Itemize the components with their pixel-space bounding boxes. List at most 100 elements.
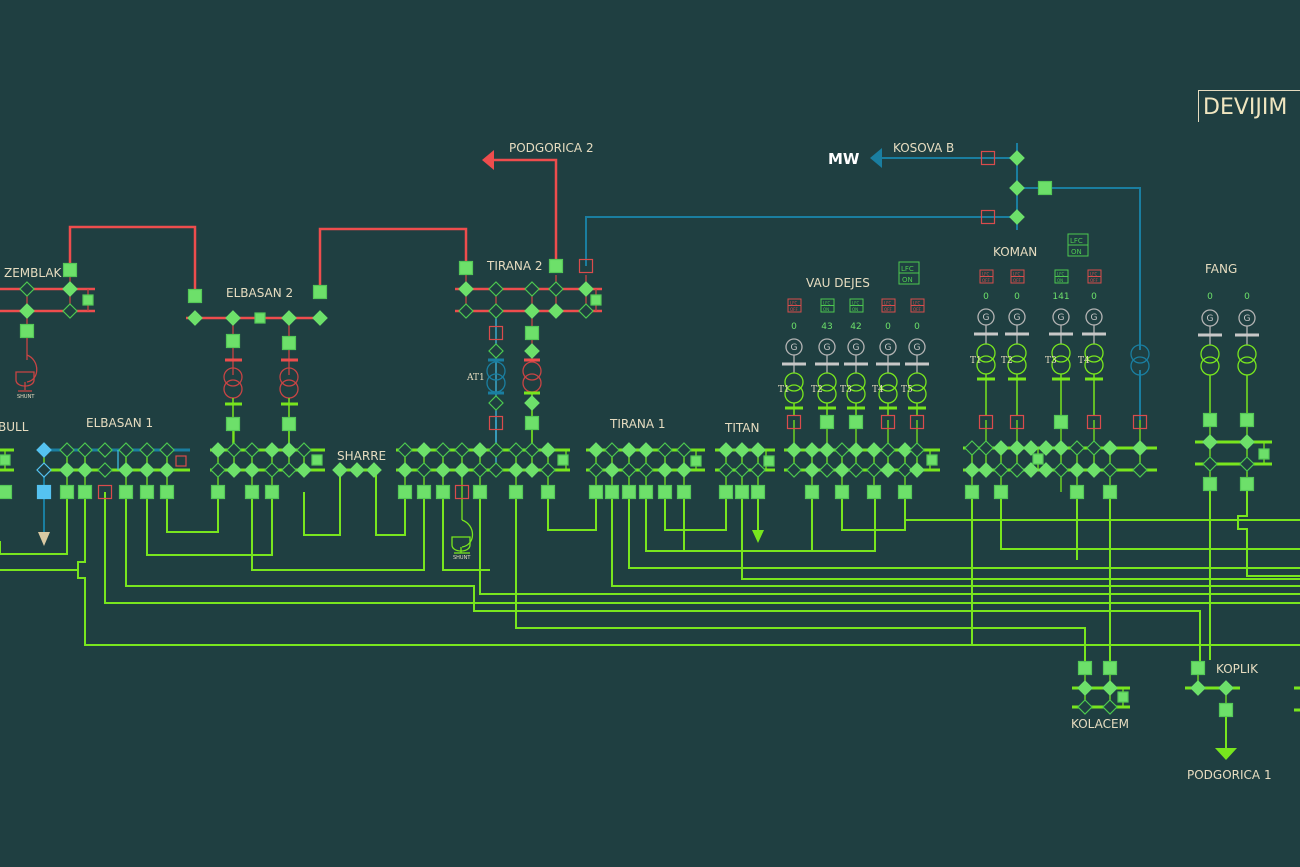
breaker-closed[interactable] [210, 484, 226, 500]
breaker-closed[interactable] [1202, 412, 1218, 428]
disconnector-closed[interactable] [1069, 462, 1085, 478]
breaker-closed[interactable] [524, 325, 540, 341]
disconnector-closed[interactable] [834, 462, 850, 478]
disconnector-closed[interactable] [435, 462, 451, 478]
breaker-closed[interactable] [1032, 453, 1044, 465]
breaker-closed[interactable] [1077, 660, 1093, 676]
breaker-closed[interactable] [993, 484, 1009, 500]
breaker-closed[interactable] [416, 484, 432, 500]
breaker-open[interactable] [978, 414, 994, 430]
disconnector-open[interactable] [676, 442, 692, 458]
lfc-badge-koman[interactable]: LFC ON [1067, 233, 1089, 257]
disconnector-closed[interactable] [718, 442, 734, 458]
disconnector-open[interactable] [97, 442, 113, 458]
disconnector-closed[interactable] [1077, 680, 1093, 696]
disconnector-closed[interactable] [312, 310, 328, 326]
disconnector-open[interactable] [964, 440, 980, 456]
breaker-closed[interactable] [0, 484, 13, 500]
breaker-closed[interactable] [734, 484, 750, 500]
disconnector-closed[interactable] [62, 281, 78, 297]
breaker-closed[interactable] [588, 484, 604, 500]
disconnector-closed[interactable] [1102, 680, 1118, 696]
disconnector-open[interactable] [978, 440, 994, 456]
disconnector-closed[interactable] [804, 442, 820, 458]
breaker-closed[interactable] [866, 484, 882, 500]
disconnector-open[interactable] [36, 462, 52, 478]
breaker-closed[interactable] [1037, 180, 1053, 196]
podgorica-2-arrow[interactable] [482, 150, 494, 170]
breaker-closed[interactable] [118, 484, 134, 500]
disconnector-open[interactable] [97, 462, 113, 478]
disconnector-closed[interactable] [1023, 440, 1039, 456]
breaker-closed[interactable] [1117, 691, 1129, 703]
breaker-closed[interactable] [1102, 660, 1118, 676]
disconnector-closed[interactable] [676, 462, 692, 478]
disconnector-closed[interactable] [638, 442, 654, 458]
disconnector-closed[interactable] [548, 303, 564, 319]
breaker-open[interactable] [1009, 414, 1025, 430]
disconnector-closed[interactable] [1202, 434, 1218, 450]
disconnector-open[interactable] [488, 462, 504, 478]
disconnector-closed[interactable] [734, 442, 750, 458]
disconnector-closed[interactable] [508, 462, 524, 478]
breaker-closed[interactable] [621, 484, 637, 500]
disconnector-open[interactable] [1102, 462, 1118, 478]
disconnector-closed[interactable] [1102, 440, 1118, 456]
breaker-closed[interactable] [435, 484, 451, 500]
disconnector-closed[interactable] [36, 442, 52, 458]
breaker-closed[interactable] [1102, 484, 1118, 500]
generator-unit[interactable]: 0G [1235, 292, 1259, 414]
disconnector-open[interactable] [834, 442, 850, 458]
breaker-closed[interactable] [62, 262, 78, 278]
disconnector-closed[interactable] [1009, 150, 1025, 166]
breaker-closed[interactable] [244, 484, 260, 500]
disconnector-closed[interactable] [281, 442, 297, 458]
breaker-closed[interactable] [1258, 448, 1270, 460]
breaker-closed[interactable] [548, 258, 564, 274]
disconnector-open[interactable] [62, 303, 78, 319]
disconnector-open[interactable] [786, 462, 802, 478]
disconnector-closed[interactable] [118, 462, 134, 478]
breaker-closed[interactable] [281, 416, 297, 432]
breaker-closed[interactable] [159, 484, 175, 500]
disconnector-closed[interactable] [1053, 440, 1069, 456]
substation-titan[interactable]: TITAN [724, 421, 759, 435]
disconnector-closed[interactable] [159, 462, 175, 478]
disconnector-closed[interactable] [225, 310, 241, 326]
disconnector-closed[interactable] [1009, 209, 1025, 225]
disconnector-closed[interactable] [1009, 440, 1025, 456]
breaker-open[interactable] [1132, 414, 1148, 430]
disconnector-closed[interactable] [819, 442, 835, 458]
disconnector-open[interactable] [657, 442, 673, 458]
disconnector-open[interactable] [435, 442, 451, 458]
disconnector-closed[interactable] [1132, 440, 1148, 456]
disconnector-closed[interactable] [296, 462, 312, 478]
breaker-closed[interactable] [819, 414, 835, 430]
breaker-closed[interactable] [557, 454, 569, 466]
disconnector-open[interactable] [454, 442, 470, 458]
disconnector-open[interactable] [1009, 462, 1025, 478]
breaker-closed[interactable] [508, 484, 524, 500]
disconnector-open[interactable] [848, 462, 864, 478]
disconnector-open[interactable] [578, 303, 594, 319]
disconnector-closed[interactable] [244, 462, 260, 478]
disconnector-open[interactable] [718, 462, 734, 478]
breaker-closed[interactable] [657, 484, 673, 500]
podgorica-1-arrow[interactable] [1215, 748, 1237, 760]
breaker-closed[interactable] [82, 294, 94, 306]
breaker-closed[interactable] [312, 284, 328, 300]
breaker-closed[interactable] [264, 484, 280, 500]
disconnector-closed[interactable] [621, 442, 637, 458]
breaker-closed[interactable] [750, 484, 766, 500]
breaker-open[interactable] [175, 455, 187, 467]
disconnector-open[interactable] [488, 442, 504, 458]
breaker-closed[interactable] [718, 484, 734, 500]
breaker-closed[interactable] [281, 335, 297, 351]
